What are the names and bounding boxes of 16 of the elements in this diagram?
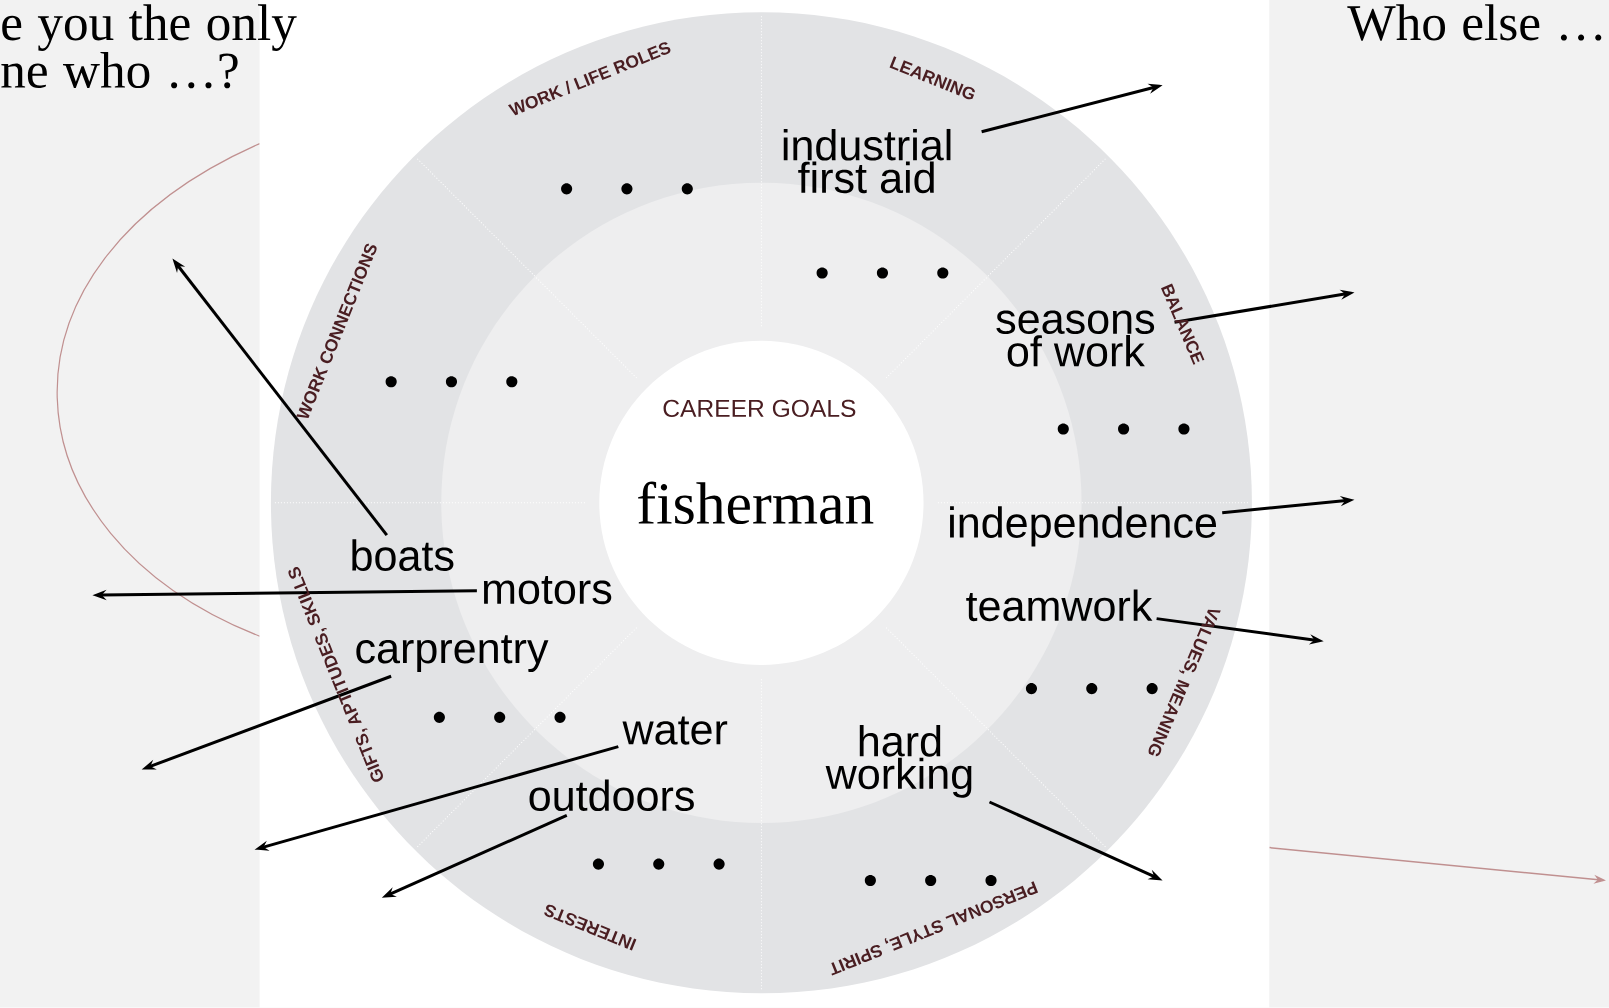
ellipsis-dots: • • •	[1057, 423, 1190, 435]
ellipsis-dots: • • •	[385, 376, 518, 388]
word-label: seasons of work	[996, 310, 1155, 367]
word-label: independence	[950, 506, 1216, 547]
ellipsis-dots: • • •	[816, 267, 949, 279]
ellipsis-dots: • • •	[561, 183, 693, 195]
slide-text: e you the only ne who …?	[1, 4, 297, 89]
ellipsis-dots: • • •	[433, 711, 566, 724]
slide-text: Who else …	[1347, 4, 1602, 41]
ellipsis-dots: • • •	[592, 858, 725, 870]
word-label: teamwork	[966, 589, 1153, 622]
word-label: industrial first aid	[783, 129, 951, 194]
word-label: water	[622, 716, 728, 745]
word-label: hard working	[825, 725, 972, 798]
word-label: outdoors	[529, 779, 694, 812]
word-label: boats	[352, 539, 454, 572]
